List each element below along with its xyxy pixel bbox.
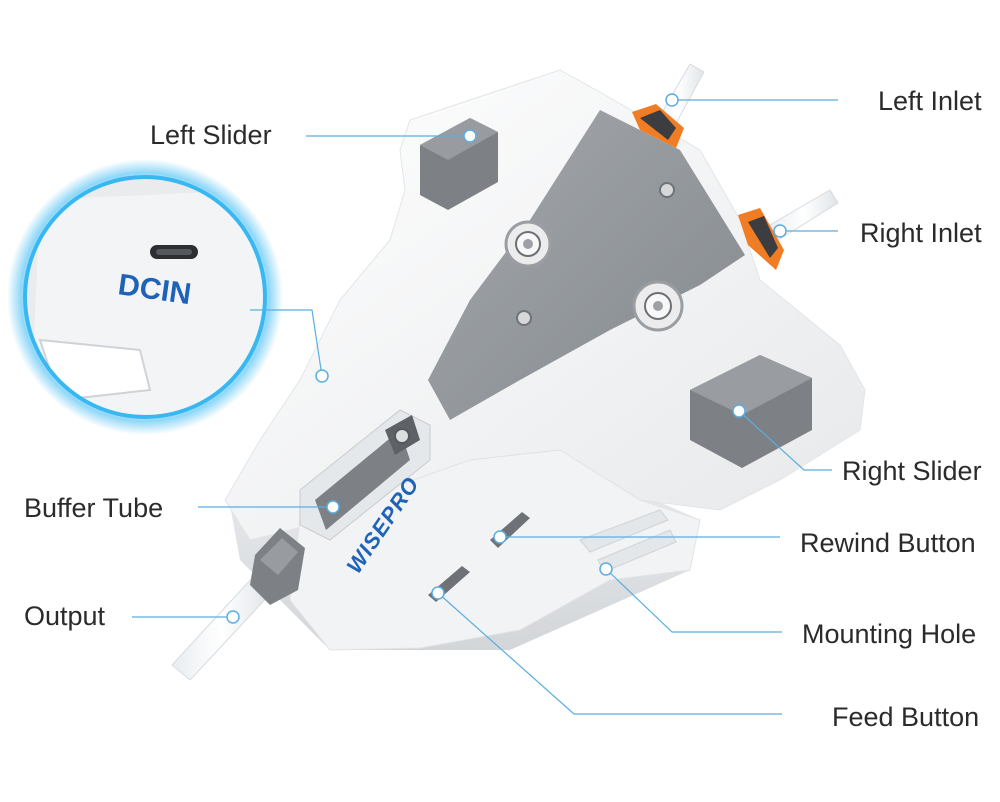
dot-left-slider	[463, 129, 477, 143]
label-right-slider: Right Slider	[842, 456, 982, 486]
dot-right-slider	[732, 404, 746, 418]
dot-buffer-tube	[326, 500, 340, 514]
leader-feed-button	[437, 592, 782, 715]
plate-bearing-left	[504, 220, 552, 268]
dot-rewind-button	[493, 530, 507, 544]
dcin-zoom-inset: DCIN	[7, 159, 283, 435]
dot-dcin	[315, 369, 329, 383]
right-inlet-fitting	[738, 208, 784, 270]
right-slider	[690, 355, 812, 468]
label-feed-button: Feed Button	[832, 702, 980, 732]
label-rewind-button: Rewind Button	[800, 528, 976, 558]
dot-mounting-hole	[599, 562, 613, 576]
plate-screw-top	[659, 182, 675, 198]
leader-lines	[132, 99, 838, 715]
leader-mounting-hole	[605, 568, 782, 633]
label-left-inlet: Left Inlet	[878, 86, 982, 116]
leader-right-slider	[738, 410, 832, 471]
label-output: Output	[24, 601, 106, 631]
left-inlet-fitting	[632, 104, 684, 148]
dot-right-inlet	[773, 224, 787, 238]
plate-screw-bottom	[516, 310, 532, 326]
dot-output	[226, 610, 240, 624]
output-fitting	[250, 528, 305, 605]
leader-dcin	[250, 309, 323, 377]
dot-left-inlet	[665, 93, 679, 107]
plate-bearing-right	[632, 280, 684, 332]
label-mounting-hole: Mounting Hole	[802, 619, 977, 649]
left-slider	[420, 118, 498, 210]
label-right-inlet: Right Inlet	[860, 218, 982, 248]
label-buffer-tube: Buffer Tube	[24, 493, 164, 523]
target-dots	[226, 93, 787, 624]
dot-feed-button	[431, 586, 445, 600]
label-left-slider: Left Slider	[150, 120, 272, 150]
